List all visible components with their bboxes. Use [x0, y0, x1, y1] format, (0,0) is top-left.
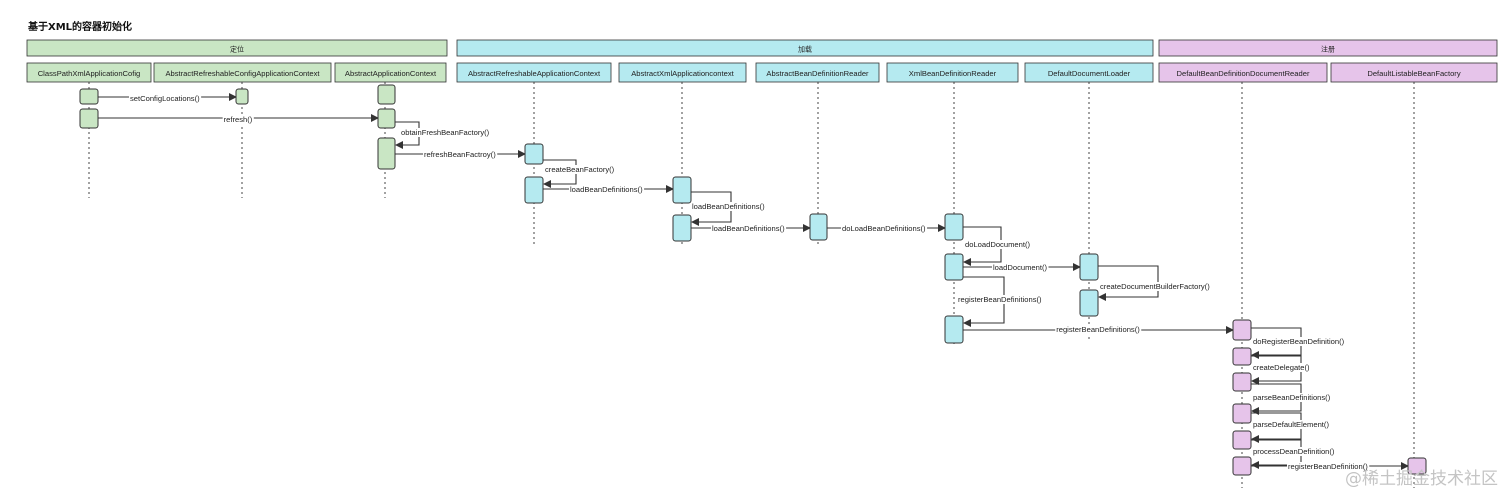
participant-box	[334, 62, 447, 83]
message-label: refresh()	[224, 115, 253, 124]
activation-bar	[79, 108, 99, 129]
message-label: loadDocument()	[993, 263, 1047, 272]
activation-bar	[1232, 319, 1252, 341]
message-label: refreshBeanFactroy()	[424, 150, 496, 159]
message-arrow	[1098, 265, 1159, 301]
message-label-background	[400, 128, 491, 137]
message-label: parseDefaultElement()	[1253, 420, 1329, 429]
activation-bar	[1079, 253, 1099, 281]
group-header-label: 注册	[1321, 45, 1335, 54]
message-label-background	[1252, 393, 1332, 402]
activation-bar	[809, 213, 828, 241]
participant-label: AbstractRefreshableConfigApplicationCont…	[165, 69, 320, 78]
message-label: processDeanDefinition()	[1253, 447, 1335, 456]
message-label-background	[1252, 420, 1331, 429]
message-label-background	[711, 224, 787, 233]
message-label-background	[964, 240, 1032, 249]
message-label: registerBeanDefinitions()	[958, 295, 1042, 304]
message-label: loadBeanDefinitions()	[692, 202, 765, 211]
lifelines-layer	[88, 82, 1415, 488]
activation-bar	[944, 315, 964, 344]
message-label-background	[957, 295, 1044, 304]
group-header-label: 定位	[230, 45, 244, 54]
activation-bar	[672, 176, 692, 204]
activation-bar	[1232, 430, 1252, 450]
activation-bar	[1232, 347, 1252, 366]
activation-bar	[672, 214, 692, 242]
message-label-background	[423, 150, 498, 159]
activation-bar	[1232, 403, 1252, 424]
activation-bar	[377, 84, 396, 105]
message-label-background	[129, 94, 202, 103]
message-label: parseBeanDefinitions()	[1253, 393, 1331, 402]
watermark: @稀土掘金技术社区	[1345, 469, 1498, 489]
message-label: doLoadDocument()	[965, 240, 1030, 249]
message-label: loadBeanDefinitions()	[712, 224, 785, 233]
message-label-background	[691, 202, 767, 211]
message-label: doLoadBeanDefinitions()	[842, 224, 926, 233]
message-label: createDocumentBuilderFactory()	[1100, 282, 1210, 291]
message-label: createBeanFactory()	[545, 165, 615, 174]
participant-box	[755, 62, 880, 83]
message-label: obtainFreshBeanFactory()	[401, 128, 490, 137]
participant-label: AbstractBeanDefinitionReader	[766, 69, 869, 78]
participant-label: XmlBeanDefinitionReader	[909, 69, 997, 78]
message-label-background	[1287, 462, 1370, 471]
group-header-bar	[26, 39, 448, 57]
message-label: registerBeanDefinition()	[1288, 462, 1368, 471]
message-label: registerBeanDefinitions()	[1056, 325, 1140, 334]
message-label: doRegisterBeanDefinition()	[1253, 337, 1345, 346]
activation-bar	[524, 143, 544, 165]
participant-box	[886, 62, 1019, 83]
group-header-bar	[1158, 39, 1498, 57]
participant-box	[153, 62, 332, 83]
activation-bar	[1232, 456, 1252, 476]
message-label-background	[569, 185, 645, 194]
participant-box	[1158, 62, 1328, 83]
participant-label: ClassPathXmlApplicationCofig	[38, 69, 141, 78]
activation-bar	[944, 213, 964, 241]
participant-label: DefaultListableBeanFactory	[1367, 69, 1460, 78]
message-label: setConfigLocations()	[130, 94, 200, 103]
participant-box	[1330, 62, 1498, 83]
participant-box	[1024, 62, 1154, 83]
message-label-background	[1252, 363, 1312, 372]
message-label-background	[992, 263, 1049, 272]
groups-layer: 定位 加载 注册	[26, 39, 1498, 57]
participant-label: AbstractApplicationContext	[345, 69, 437, 78]
message-label-background	[544, 165, 616, 174]
participant-label: DefaultBeanDefinitionDocumentReader	[1177, 69, 1310, 78]
activation-bar	[944, 253, 964, 281]
message-label: createDelegate()	[1253, 363, 1310, 372]
activation-bar	[1407, 457, 1427, 475]
participant-label: DefaultDocumentLoader	[1048, 69, 1131, 78]
activation-bar	[1079, 289, 1099, 317]
participant-box	[456, 62, 612, 83]
activation-bar	[235, 88, 249, 105]
message-label-background	[1252, 337, 1346, 346]
participant-label: AbstractRefreshableApplicationContext	[468, 69, 601, 78]
participant-label: AbstractXmlApplicationcontext	[631, 69, 734, 78]
group-header-bar	[456, 39, 1154, 57]
message-label-background	[1055, 325, 1142, 334]
message-label: loadBeanDefinitions()	[570, 185, 643, 194]
participant-box	[618, 62, 747, 83]
message-label-background	[1252, 447, 1336, 456]
activation-bar	[377, 137, 396, 170]
activations-layer	[79, 84, 1427, 476]
labels-layer: setConfigLocations() refresh() obtainFresh…	[129, 94, 1370, 471]
participants-layer: ClassPathXmlApplicationCofig AbstractRefr…	[26, 62, 1498, 83]
activation-bar	[1232, 372, 1252, 392]
group-header-label: 加载	[798, 45, 812, 54]
activation-bar	[524, 176, 544, 204]
message-label-background	[222, 115, 254, 124]
page-title: 基于XML的容器初始化	[28, 22, 133, 33]
participant-box	[26, 62, 152, 83]
activation-bar	[377, 108, 396, 129]
message-label-background	[1099, 282, 1212, 291]
message-label-background	[841, 224, 928, 233]
messages-layer	[98, 93, 1409, 470]
activation-bar	[79, 88, 99, 105]
